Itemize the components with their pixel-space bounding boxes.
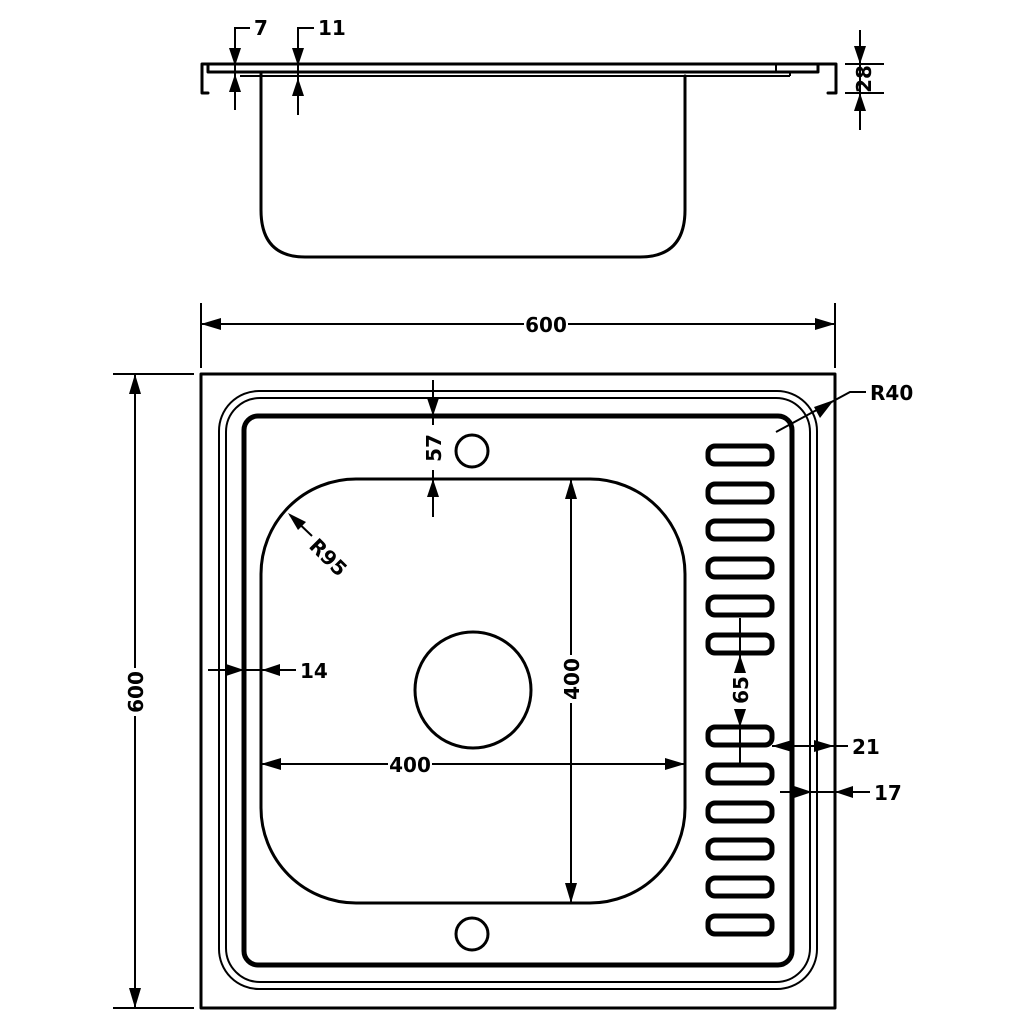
dim-slot-pitch-label: 21 [852, 735, 880, 759]
dim-top-flange-arrow-up [292, 78, 304, 96]
slot [705, 762, 775, 786]
dim-bowl-height: 400 [560, 479, 584, 903]
dim-slot-margin-arrow-right [794, 786, 812, 798]
top-view [199, 372, 837, 1010]
dim-bowl-radius-arrow [288, 513, 306, 530]
sink-bowl [259, 477, 687, 905]
dim-bowl-width-label: 400 [389, 753, 431, 777]
dim-bowl-radius-label: R95 [304, 534, 352, 582]
dim-overall-height-arrow-bottom [129, 988, 141, 1008]
top-view-outer-border [199, 372, 837, 1010]
dim-depth: 28 [845, 30, 884, 130]
dim-hole-offset-arrow-up [427, 479, 439, 497]
dim-slot-margin-label: 17 [874, 781, 902, 805]
dim-bowl-width-arrow-right [665, 758, 685, 770]
side-view-drainboard [240, 64, 791, 77]
side-view-rim [200, 62, 838, 95]
side-view: 7 11 28 [200, 16, 884, 259]
dim-overall-width: 600 [200, 303, 836, 368]
overflow-hole [454, 916, 490, 952]
dim-top-flange: 11 [292, 16, 346, 115]
dim-overall-width-arrow-right [815, 318, 835, 330]
slot [705, 481, 775, 505]
side-view-bowl [259, 70, 687, 259]
slot [705, 913, 775, 937]
slot [705, 875, 775, 899]
dim-top-flange-arrow-down [292, 48, 304, 66]
dim-slot-pitch-arrow-right [814, 740, 834, 752]
dim-overall-height-label: 600 [124, 671, 148, 713]
dim-overall-height-arrow-top [129, 374, 141, 394]
dim-top-lip-arrow-up [229, 74, 241, 92]
dim-bowl-height-arrow-top [565, 479, 577, 499]
dim-depth-arrow-down [854, 46, 866, 64]
dim-top-flange-label: 11 [318, 16, 346, 40]
dim-top-lip-label: 7 [254, 16, 268, 40]
dim-top-lip: 7 [229, 16, 268, 110]
slot [705, 443, 775, 467]
dim-bowl-height-arrow-bottom [565, 883, 577, 903]
slot [705, 556, 775, 580]
drain-hole [413, 630, 533, 750]
dim-bowl-height-label: 400 [560, 658, 584, 700]
dim-slot-gap: 65 [728, 618, 753, 765]
dim-bowl-width: 400 [261, 753, 685, 777]
dim-slot-margin-arrow-left [835, 786, 853, 798]
dim-corner-radius: R40 [775, 381, 913, 433]
dim-slot-gap-label-bg [728, 670, 752, 710]
top-view-rim-outer [218, 390, 818, 990]
dim-depth-label: 28 [852, 65, 876, 93]
top-view-inner-tray [241, 413, 795, 968]
faucet-hole [454, 433, 490, 469]
slot [705, 800, 775, 824]
dim-overall-width-arrow-left [201, 318, 221, 330]
dim-rim-offset-label: 14 [300, 659, 328, 683]
dim-overall-width-label: 600 [525, 313, 567, 337]
dim-rim-offset-arrow-left [262, 664, 280, 676]
slot [705, 594, 775, 618]
dim-rim-offset: 14 [208, 659, 328, 683]
slot [705, 518, 775, 542]
dim-top-lip-arrow-down [229, 48, 241, 66]
dim-corner-radius-arrow [814, 400, 834, 418]
dim-slot-gap-arrow-down [734, 709, 746, 727]
dim-hole-offset: 57 [422, 380, 446, 517]
dim-top-lip-leader [234, 27, 250, 110]
dim-depth-arrow-up [854, 93, 866, 111]
top-view-rim-inner [225, 397, 811, 983]
dim-slot-margin: 17 [780, 781, 902, 805]
dim-slot-gap-arrow-up [734, 655, 746, 673]
dim-bowl-width-arrow-left [261, 758, 281, 770]
slot [705, 837, 775, 861]
dim-corner-radius-leader [775, 391, 866, 433]
dim-slot-pitch: 21 [772, 735, 880, 759]
dim-hole-offset-arrow-down [427, 398, 439, 416]
dim-hole-offset-label: 57 [422, 434, 446, 462]
dim-slot-pitch-arrow-left [772, 740, 792, 752]
dim-overall-height-extension [113, 373, 194, 1009]
dim-bowl-radius: R95 [288, 513, 352, 581]
dim-slot-gap-label: 65 [729, 676, 753, 704]
dim-rim-offset-arrow-right [226, 664, 244, 676]
dim-corner-radius-label: R40 [870, 381, 913, 405]
dim-overall-height: 600 [113, 373, 194, 1009]
dim-overall-width-extension [200, 303, 836, 368]
